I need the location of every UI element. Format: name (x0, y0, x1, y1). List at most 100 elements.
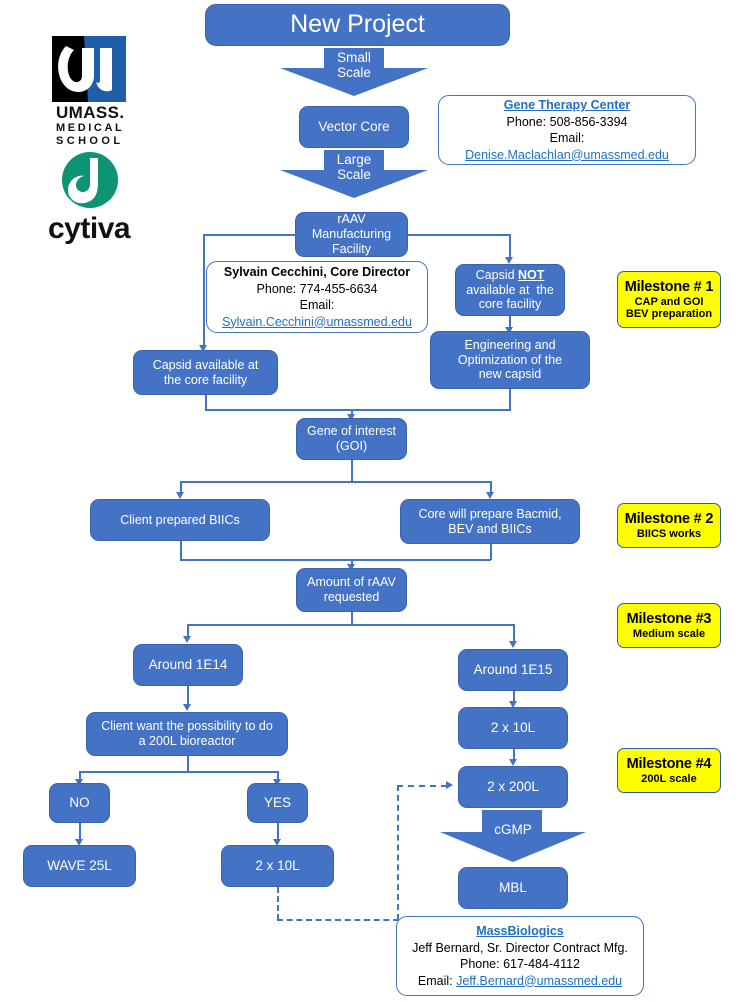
connector-merge-amount-h (180, 559, 491, 561)
connector-raav-right-h (408, 234, 511, 236)
arrowhead-wave-25l (75, 839, 83, 846)
arrowhead-capsid-not-available (505, 257, 513, 264)
arrowhead-around-1e14 (183, 636, 191, 643)
connector-goi-down (351, 460, 353, 482)
connector-capsidnot-to-engineering (509, 316, 511, 330)
arrowhead-core-bacmid (486, 492, 494, 499)
cytiva-logo: cytiva (42, 150, 138, 245)
arrowhead-yes (273, 779, 281, 786)
connector-no-down (79, 823, 81, 843)
milestone-3-subtitle: Medium scale (632, 628, 706, 640)
massbiologics-phone: Phone: 617-484-4112 (459, 957, 580, 971)
info-box-vector-core-director[interactable]: Sylvain Cecchini, Core Director Phone: 7… (206, 261, 428, 333)
node-2x200l[interactable]: 2 x 200L (458, 766, 568, 808)
node-wave-25l[interactable]: WAVE 25L (23, 845, 136, 887)
gene-therapy-center-title: Gene Therapy Center (503, 98, 631, 112)
connector-1e15-down (513, 691, 515, 705)
milestone-4-title: Milestone #4 (626, 756, 712, 772)
svg-text:MEDICAL: MEDICAL (56, 122, 124, 134)
node-client-prepared-biics[interactable]: Client prepared BIICs (90, 499, 270, 541)
node-around-1e15[interactable]: Around 1E15 (458, 649, 568, 691)
connector-engineering-down (509, 389, 511, 410)
arrowhead-bioreactor-question (183, 704, 191, 711)
connector-biics-left-v (180, 481, 182, 495)
dashed-connector-to-200l (397, 785, 447, 787)
milestone-1-title: Milestone # 1 (624, 279, 714, 295)
milestone-3[interactable]: Milestone #3 Medium scale (617, 603, 721, 648)
connector-raav-right-v (509, 234, 511, 260)
arrowhead-amount-raav (347, 564, 355, 571)
massbiologics-title: MassBiologics (476, 924, 564, 938)
dashed-connector-up (397, 785, 399, 920)
node-around-1e14[interactable]: Around 1E14 (133, 644, 243, 686)
arrowhead-2x200l (509, 759, 517, 766)
node-mbl[interactable]: MBL (458, 867, 568, 909)
vector-core-director-email-label: Email: (299, 298, 335, 312)
node-no[interactable]: NO (49, 783, 110, 823)
connector-merge-goi-h (205, 409, 511, 411)
arrowhead-around-1e15 (509, 641, 517, 648)
arrowhead-no (75, 779, 83, 786)
connector-1e15-v (513, 624, 515, 643)
massbiologics-email-label: Email: (417, 973, 457, 988)
massbiologics-email-row: Email: Jeff.Bernard@umassmed.edu (418, 973, 622, 990)
vector-core-director-phone: Phone: 774-455-6634 (256, 281, 378, 296)
milestone-3-title: Milestone #3 (626, 611, 712, 627)
info-box-gene-therapy-center[interactable]: Gene Therapy Center Phone: 508-856-3394 … (438, 95, 696, 165)
umass-wordmark: UMASS. (56, 103, 125, 122)
connector-raav-left-h (203, 234, 296, 236)
dashed-connector-down (277, 887, 279, 920)
connector-corebacmid-down (490, 544, 492, 560)
milestone-2-subtitle: BIICS works (636, 528, 702, 540)
node-core-will-prepare-bacmid[interactable]: Core will prepare Bacmid,BEV and BIICs (400, 499, 580, 544)
node-2x10l-left[interactable]: 2 x 10L (221, 845, 334, 887)
block-arrow-cgmp[interactable]: cGMP (440, 810, 586, 862)
connector-raav-left-v (203, 234, 205, 348)
gene-therapy-center-email-link[interactable]: Denise.Maclachlan@umassmed.edu (465, 147, 669, 162)
vector-core-director-email-link[interactable]: Sylvain.Cecchini@umassmed.edu (222, 314, 412, 329)
umass-medical-school-logo: UMASS. MEDICAL SCHOOL (44, 36, 134, 147)
connector-1e14-v (187, 624, 189, 638)
milestone-1[interactable]: Milestone # 1 CAP and GOI BEV preparatio… (617, 271, 721, 328)
milestone-4[interactable]: Milestone #4 200L scale (617, 748, 721, 793)
svg-text:SCHOOL: SCHOOL (56, 135, 123, 146)
node-2x10l-right[interactable]: 2 x 10L (458, 707, 568, 749)
arrowhead-2x10l-right (509, 701, 517, 708)
massbiologics-email-link[interactable]: Jeff.Bernard@umassmed.edu (456, 973, 623, 988)
connector-merge-amount-v (351, 559, 353, 568)
milestone-1-subtitle: CAP and GOI BEV preparation (625, 296, 713, 320)
node-gene-of-interest[interactable]: Gene of interest(GOI) (296, 418, 407, 460)
connector-noyes-split-h (79, 771, 279, 773)
arrowhead-2x10l-left (273, 839, 281, 846)
massbiologics-contact-name: Jeff Bernard, Sr. Director Contract Mfg. (412, 940, 628, 955)
connector-bioreactor-down (187, 756, 189, 772)
milestone-2[interactable]: Milestone # 2 BIICS works (617, 503, 721, 548)
node-yes[interactable]: YES (247, 783, 308, 823)
milestone-2-title: Milestone # 2 (624, 511, 714, 527)
info-box-massbiologics[interactable]: MassBiologics Jeff Bernard, Sr. Director… (396, 916, 644, 996)
node-vector-core[interactable]: Vector Core (299, 106, 409, 148)
arrowhead-2x200l-dashed (446, 781, 453, 789)
connector-scale-split-h (187, 624, 514, 626)
connector-amount-down (351, 612, 353, 625)
gene-therapy-center-email-label: Email: (549, 131, 585, 145)
node-core-bacmid-label: Core will prepare Bacmid,BEV and BIICs (418, 506, 562, 536)
connector-clientbiics-down (180, 541, 182, 560)
node-new-project[interactable]: New Project (205, 4, 510, 46)
node-gene-of-interest-label: Gene of interest(GOI) (307, 424, 396, 453)
svg-text:cytiva: cytiva (48, 212, 131, 245)
connector-biics-right-v (490, 481, 492, 495)
